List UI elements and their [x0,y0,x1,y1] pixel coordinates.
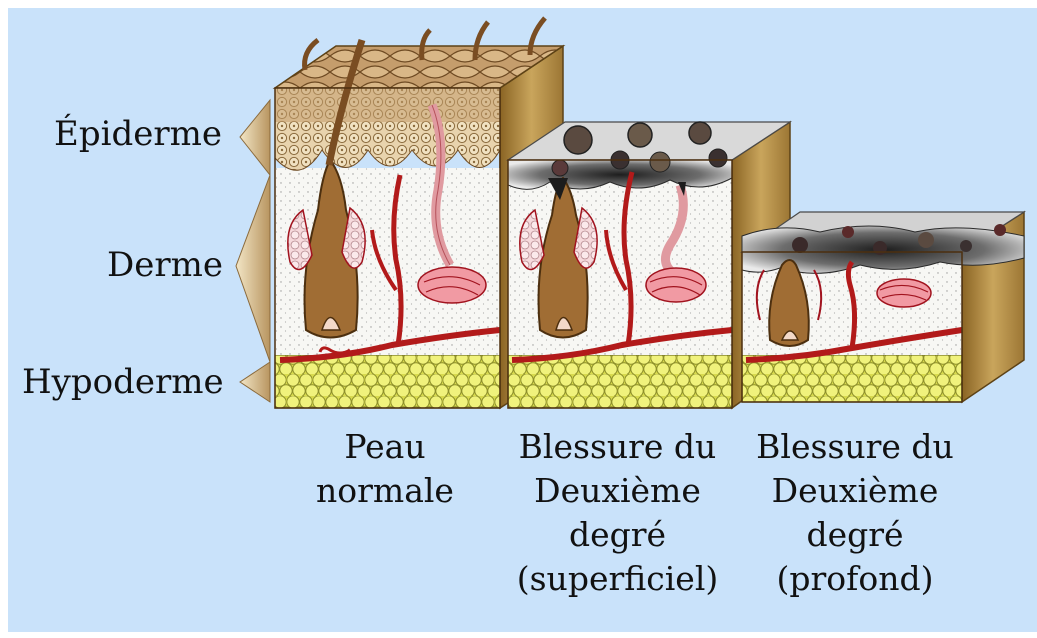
caption-line: (superficiel) [505,557,730,601]
caption-line: degré [505,513,730,557]
deep-burn-caption: Blessure du Deuxième degré (profond) [745,425,965,601]
epidermis-label: Épiderme [54,114,222,154]
caption-line: (profond) [745,557,965,601]
caption-line: Deuxième [745,469,965,513]
caption-line: normale [310,469,460,513]
caption-line: Blessure du [745,425,965,469]
deep-burn-block [742,212,1024,402]
dermis-bracket [236,175,270,362]
superficial-burn-caption: Blessure du Deuxième degré (superficiel) [505,425,730,601]
epidermis-bracket [240,100,270,175]
caption-line: Blessure du [505,425,730,469]
normal-skin-caption: Peau normale [310,425,460,513]
hypodermis-bracket [240,362,270,402]
caption-line: Deuxième [505,469,730,513]
caption-line: Peau [310,425,460,469]
dermis-label: Derme [107,245,223,285]
caption-line: degré [745,513,965,557]
hypodermis-label: Hypoderme [22,362,224,402]
